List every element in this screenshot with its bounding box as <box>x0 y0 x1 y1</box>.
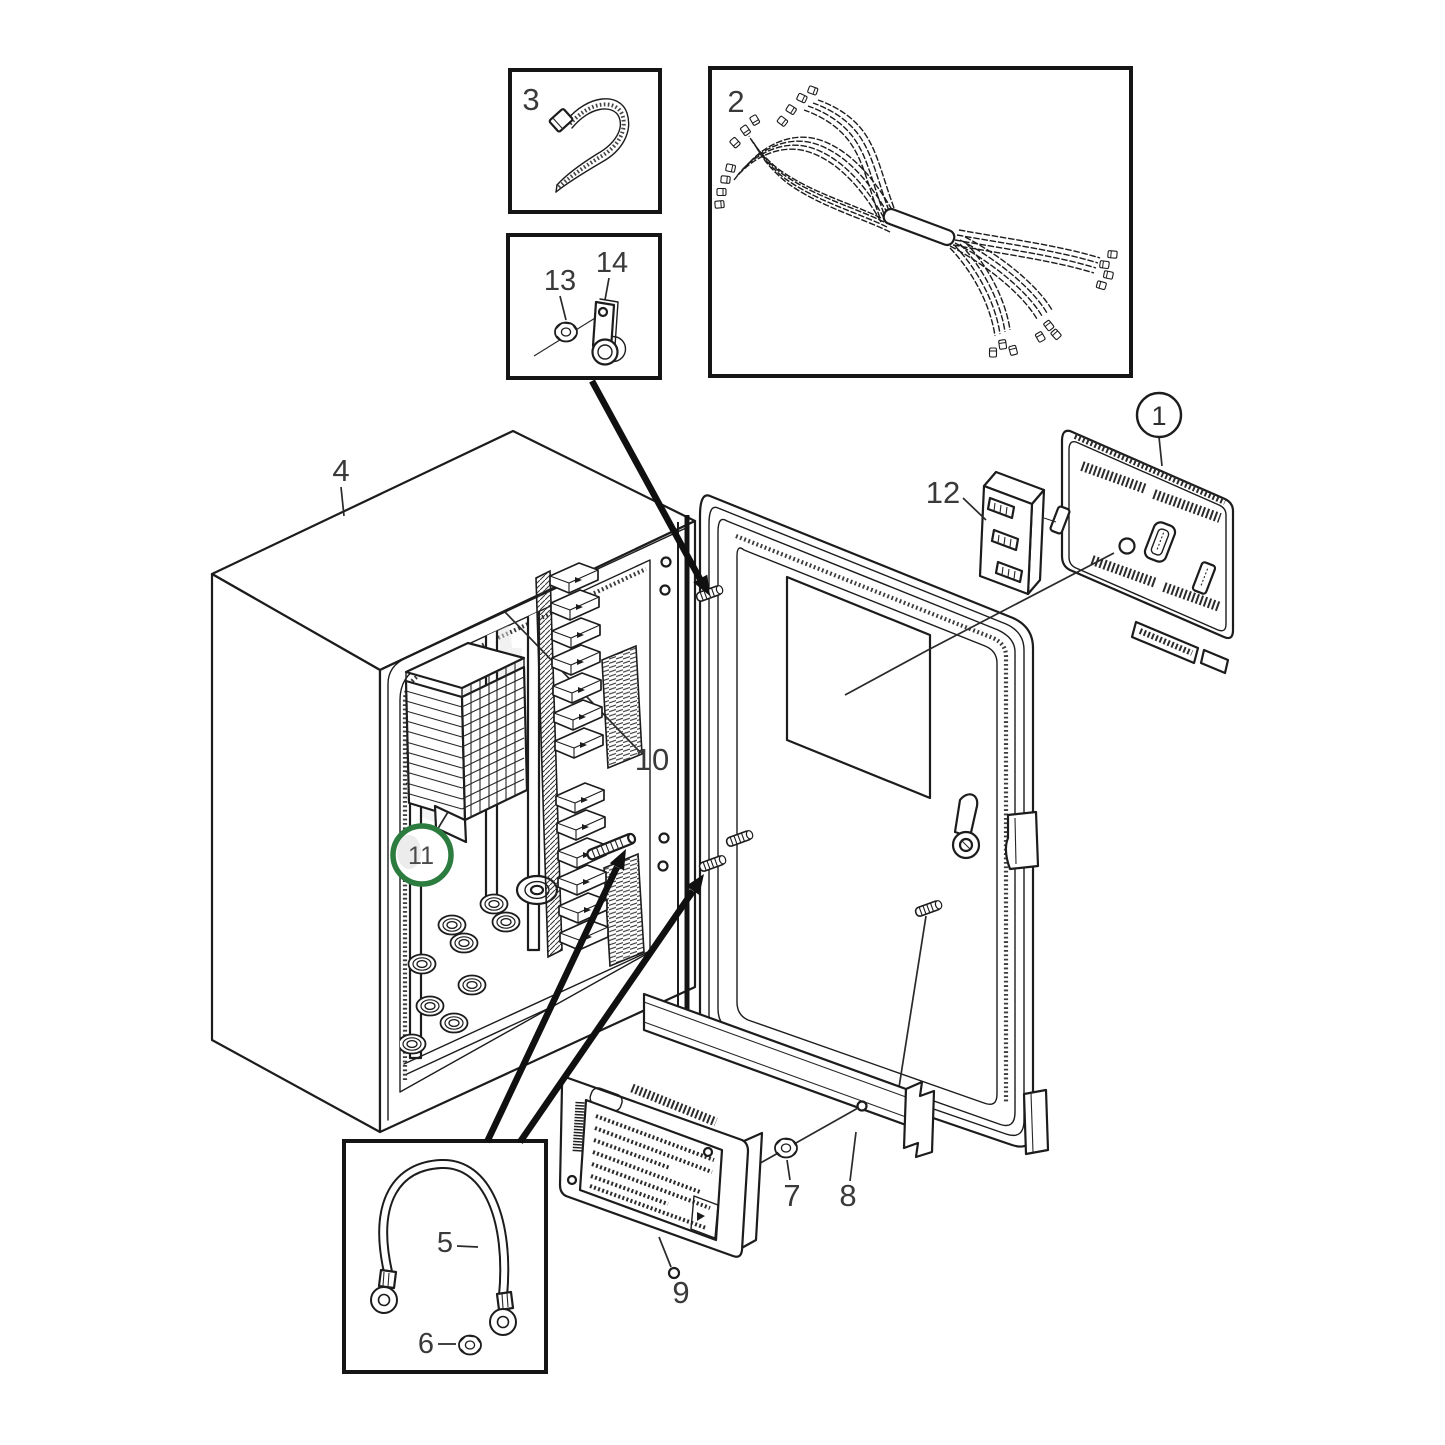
module1-connector-a <box>1080 461 1148 494</box>
module9-screw <box>667 1266 681 1280</box>
inset-box-harness <box>708 66 1133 378</box>
cable-tie-serration <box>556 102 626 190</box>
callout-7[interactable]: 7 <box>783 1159 801 1213</box>
din-rail-8 <box>642 992 936 1159</box>
callout-5-label[interactable]: 5 <box>437 1227 453 1259</box>
callout-13-label[interactable]: 13 <box>544 265 576 297</box>
callout-12-label[interactable]: 12 <box>926 475 960 510</box>
cabinet-door <box>677 494 1050 1156</box>
door-outer <box>698 494 1035 1148</box>
callout-4[interactable]: 4 <box>332 453 350 517</box>
module1-bottom-tab-2 <box>1199 648 1230 675</box>
control-module-9 <box>558 1076 764 1258</box>
flange-holes <box>657 556 672 872</box>
module1-connector-b <box>1152 489 1222 523</box>
module1-left-connector <box>1049 505 1071 535</box>
callout-14[interactable]: 14 <box>596 247 628 279</box>
inset-box-ground-cable <box>342 1139 548 1374</box>
callout-9-label[interactable]: 9 <box>672 1275 689 1310</box>
module1-connector-c <box>1090 555 1158 588</box>
callout-1-circle[interactable] <box>1135 391 1183 439</box>
cable-tie-head <box>548 108 574 133</box>
door-inner-1 <box>708 506 1025 1137</box>
strip-din-spine <box>535 569 563 959</box>
callout-4-label[interactable]: 4 <box>332 453 349 488</box>
door-gasket <box>735 534 1009 1104</box>
arrow-clamp-to-hinge <box>589 379 703 581</box>
callout-8-label[interactable]: 8 <box>839 1178 856 1213</box>
cabinet-box <box>210 429 697 1134</box>
callout-10-label[interactable]: 10 <box>635 742 669 777</box>
assembly-arrows <box>484 379 710 1144</box>
module1-dsub <box>1143 521 1177 563</box>
ground-stud <box>586 832 637 861</box>
part-wiring-harness-2 <box>714 85 1118 358</box>
inset-box-clamp <box>506 233 662 380</box>
callout-13[interactable]: 13 <box>544 265 576 297</box>
callout-8[interactable]: 8 <box>839 1131 857 1213</box>
module1-edge-connector <box>1191 561 1217 595</box>
callout-9[interactable]: 9 <box>672 1275 689 1310</box>
part-nut-13 <box>554 321 578 343</box>
callout-11-label[interactable]: 11 <box>408 842 434 870</box>
module9-side-text <box>572 1101 585 1153</box>
terminal-strip-10 <box>535 562 645 968</box>
cabinet-left-face <box>210 572 382 1134</box>
callout-3-label[interactable]: 3 <box>522 82 539 117</box>
callout-1[interactable]: 1 <box>1135 391 1183 467</box>
rail-hole <box>856 1100 868 1112</box>
callout-11[interactable]: 11 <box>390 811 454 887</box>
module9-code-box <box>690 1195 719 1239</box>
callout-14-label[interactable]: 14 <box>596 247 628 279</box>
callout-2[interactable]: 2 <box>727 84 744 119</box>
arrow-cable-to-hinge <box>517 889 696 1144</box>
part-nut-6 <box>458 1334 482 1356</box>
callout-7-label[interactable]: 7 <box>783 1178 800 1213</box>
terminal-block-stack-11 <box>404 641 529 844</box>
callouts: 3 2 13 14 4 1 12 10 11 <box>332 82 1183 1360</box>
door-latch <box>951 793 981 860</box>
strip-addon-lower <box>603 852 645 968</box>
inset-box-cable-tie <box>508 68 662 214</box>
leader-9 <box>658 1236 672 1268</box>
leader-14 <box>604 277 610 301</box>
door-edge-clip-lower <box>1022 1088 1050 1156</box>
arrow-cable-to-stud <box>484 865 620 1144</box>
callout-11-shade <box>397 835 421 869</box>
nut-7 <box>774 1137 798 1159</box>
leader-5 <box>456 1245 479 1248</box>
strip-addon-upper <box>601 644 643 770</box>
part-clamp-14 <box>591 298 627 366</box>
adapter-module-12 <box>978 470 1046 596</box>
flange-outer-line <box>387 527 687 1121</box>
door-inner-3 <box>736 547 998 1106</box>
callout-3[interactable]: 3 <box>522 82 539 117</box>
module1-hole <box>1118 537 1136 555</box>
part-cable-tie-3 <box>548 98 630 193</box>
door-inner-2 <box>717 518 1016 1127</box>
module1-top-serration <box>1073 433 1227 505</box>
door-edge-clip-upper <box>1004 810 1040 871</box>
ring-terminal-left <box>370 1286 398 1314</box>
callout-6-label[interactable]: 6 <box>418 1328 434 1360</box>
ring-terminal-right <box>489 1308 517 1336</box>
callout-12[interactable]: 12 <box>926 475 987 521</box>
leader-7-axis <box>747 1107 859 1171</box>
callout-1-label[interactable]: 1 <box>1151 401 1166 431</box>
callout-2-label[interactable]: 2 <box>727 84 744 119</box>
callout-6[interactable]: 6 <box>418 1328 434 1360</box>
leader-pin-to-rail <box>896 915 927 1101</box>
part-ground-cable-5 <box>370 1158 517 1336</box>
module1-connector-d <box>1162 582 1222 612</box>
callout-5[interactable]: 5 <box>437 1227 453 1259</box>
callout-10[interactable]: 10 <box>635 742 669 777</box>
leader-window-to-module1 <box>844 552 1115 696</box>
leader-13 <box>559 295 567 321</box>
harness-sleeve <box>882 207 956 247</box>
control-module-1 <box>1043 429 1235 675</box>
